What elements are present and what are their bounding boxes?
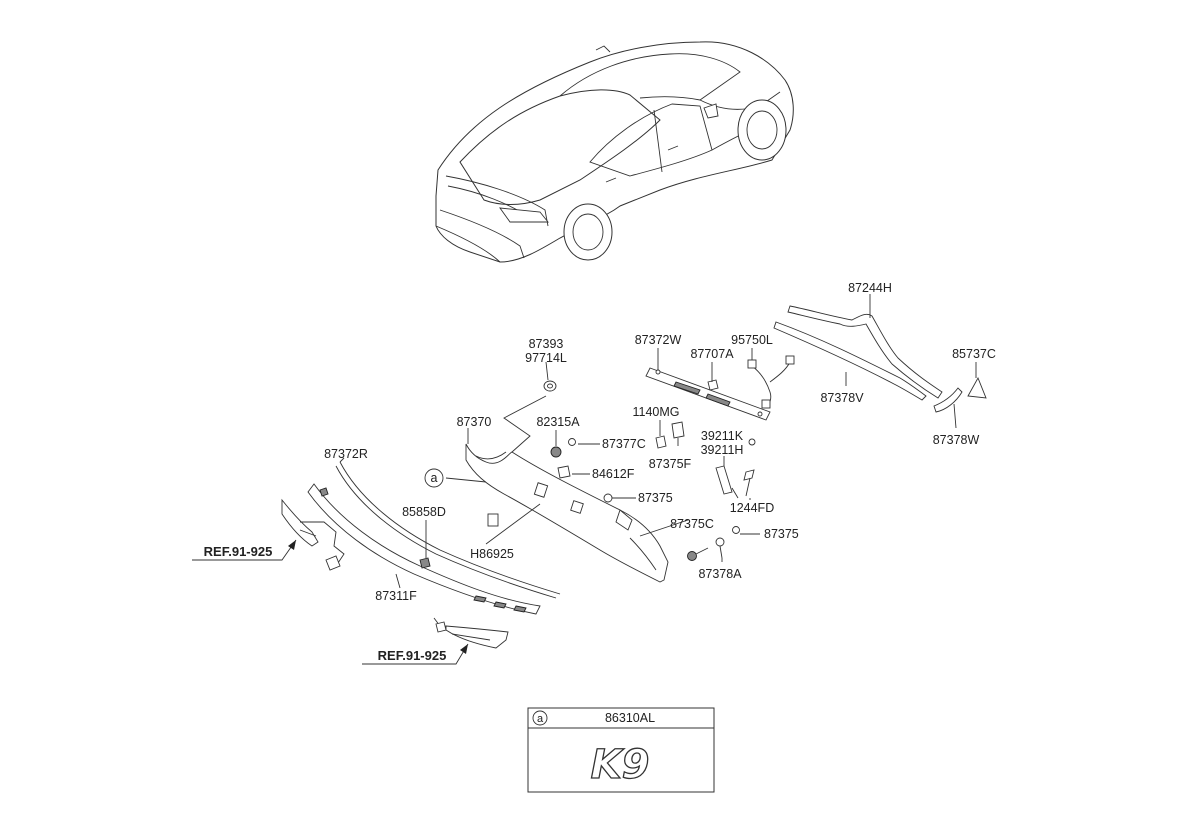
label-87375-right: 87375 — [764, 527, 799, 541]
emblem-box-marker-circle — [532, 710, 548, 726]
marker-a-label: a — [431, 471, 438, 485]
label-H86925: H86925 — [470, 547, 514, 561]
bracket-39211H — [715, 465, 739, 499]
marker-a-circle — [424, 468, 444, 488]
label-87372W: 87372W — [635, 333, 682, 347]
label-84612F: 84612F — [592, 467, 635, 481]
clip-87393 — [543, 380, 557, 392]
label-87375C: 87375C — [670, 517, 714, 531]
molding-87372R — [335, 461, 561, 599]
clip-84612F — [557, 465, 571, 479]
label-87375-mid: 87375 — [638, 491, 673, 505]
bolt-1140MG — [655, 435, 667, 449]
clip-85858D — [419, 557, 431, 569]
clip-87375-right — [732, 526, 740, 534]
bumper-cover-87370 — [465, 443, 669, 583]
label-87372R: 87372R — [324, 447, 368, 461]
label-87375F: 87375F — [649, 457, 692, 471]
label-ref-left: REF.91-925 — [204, 544, 273, 559]
leader-lines — [192, 294, 977, 665]
label-87378A: 87378A — [698, 567, 742, 581]
garnish-87311F — [307, 483, 541, 615]
ref-arrow-left — [288, 540, 296, 550]
label-87311F: 87311F — [375, 589, 417, 603]
wire-95750L — [747, 355, 795, 409]
ref-arrow-bottom — [460, 644, 468, 654]
label-39211H: 39211H — [701, 443, 744, 457]
molding-87378W — [933, 387, 963, 413]
fastener-87375C — [687, 547, 709, 561]
label-1140MG: 1140MG — [632, 405, 679, 419]
nut-82315A — [550, 446, 562, 458]
emblem-part-number: 86310AL — [605, 711, 655, 725]
clip-87377C — [568, 438, 576, 446]
bolt-1244FD — [743, 469, 755, 497]
reflector-left — [281, 498, 345, 571]
label-95750L: 95750L — [731, 333, 773, 347]
label-39211K: 39211K — [701, 429, 744, 443]
label-87377C: 87377C — [602, 437, 646, 451]
label-87378W: 87378W — [933, 433, 980, 447]
clip-39211K — [748, 438, 756, 446]
clip-85737C — [967, 376, 987, 399]
label-1244FD: 1244FD — [730, 501, 774, 515]
label-82315A: 82315A — [536, 415, 580, 429]
label-87393: 87393 — [529, 337, 564, 351]
car-illustration — [435, 41, 794, 263]
emblem-k9-logo: K9 — [591, 742, 650, 788]
pad-87375F — [671, 421, 685, 439]
weatherstrip-87244H — [787, 305, 943, 399]
label-ref-bottom: REF.91-925 — [378, 648, 447, 663]
reflector-bottom — [433, 617, 509, 649]
molding-87378V — [773, 321, 927, 401]
label-85858D: 85858D — [402, 505, 446, 519]
label-87707A: 87707A — [690, 347, 734, 361]
label-85737C: 85737C — [952, 347, 996, 361]
clip-87707A — [707, 379, 719, 391]
fastener-87378A — [715, 537, 725, 559]
label-87378V: 87378V — [820, 391, 864, 405]
label-87244H: 87244H — [848, 281, 892, 295]
label-87370: 87370 — [457, 415, 492, 429]
label-97714L: 97714L — [525, 351, 567, 365]
garnish-87372W — [645, 367, 771, 421]
emblem-box-marker: a — [537, 713, 544, 725]
emblem-box: a 86310AL K9 — [527, 707, 715, 793]
clip-87375-mid — [603, 493, 613, 503]
